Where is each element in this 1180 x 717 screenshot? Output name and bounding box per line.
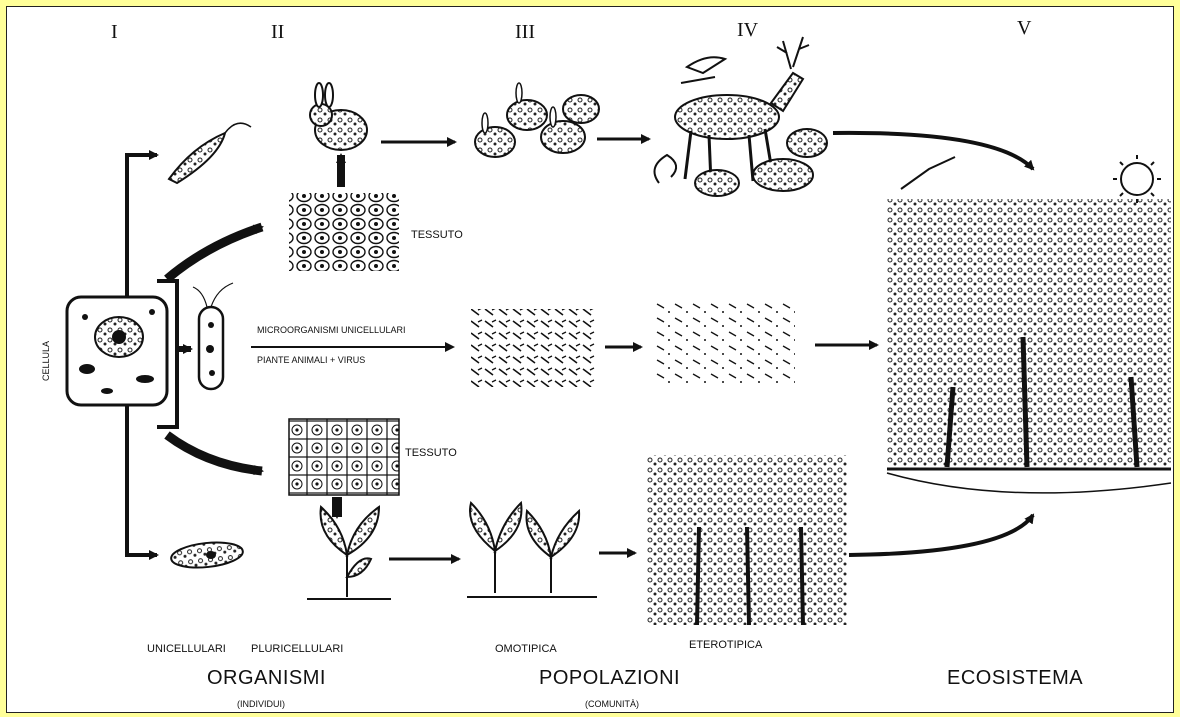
plant-population-illustration [467, 503, 597, 597]
diagram-frame: I II III IV V CELLULA TESSUTO TESSUTO MI… [6, 6, 1174, 713]
biological-organization-diagram [7, 7, 1173, 712]
communities-subtitle: (COMUNITÀ) [585, 699, 639, 709]
unicellular-label: UNICELLULARI [147, 643, 226, 655]
stage-label-4: IV [737, 19, 758, 42]
unicellular-alga-illustration [170, 539, 244, 570]
individuals-subtitle: (INDIVIDUI) [237, 699, 285, 709]
animal-tissue-illustration [289, 193, 399, 271]
deer-community-illustration [655, 37, 828, 196]
homotypic-label: OMOTIPICA [495, 643, 557, 655]
rabbit-illustration [310, 83, 367, 150]
microbe-population-illustration [471, 309, 595, 387]
protist-illustration [169, 123, 251, 183]
tissue-label-bottom: TESSUTO [405, 447, 457, 459]
tissue-label-top: TESSUTO [411, 229, 463, 241]
ecosystem-illustration [887, 155, 1171, 493]
heterotypic-label: ETEROTIPICA [689, 639, 762, 651]
populations-title: POPOLAZIONI [539, 667, 680, 690]
ecosystem-title: ECOSISTEMA [947, 667, 1083, 690]
stage-label-2: II [271, 21, 284, 44]
microorganism-label: MICROORGANISMI UNICELLULARI [257, 325, 406, 335]
stage-label-1: I [111, 21, 118, 44]
stage-label-5: V [1017, 17, 1031, 40]
organisms-title: ORGANISMI [207, 667, 326, 690]
rabbit-population-illustration [475, 83, 599, 157]
microorganism-sublabel: PIANTE ANIMALI + VIRUS [257, 355, 365, 365]
cell-illustration [67, 297, 167, 405]
plant-illustration [307, 507, 391, 599]
plant-tissue-illustration [289, 419, 399, 495]
microorganism-illustration [193, 283, 233, 389]
multicellular-label: PLURICELLULARI [251, 643, 343, 655]
stage-label-3: III [515, 21, 535, 44]
microbe-community-illustration [655, 303, 795, 387]
cell-label: CELLULA [41, 341, 51, 381]
forest-community-illustration [647, 455, 847, 625]
